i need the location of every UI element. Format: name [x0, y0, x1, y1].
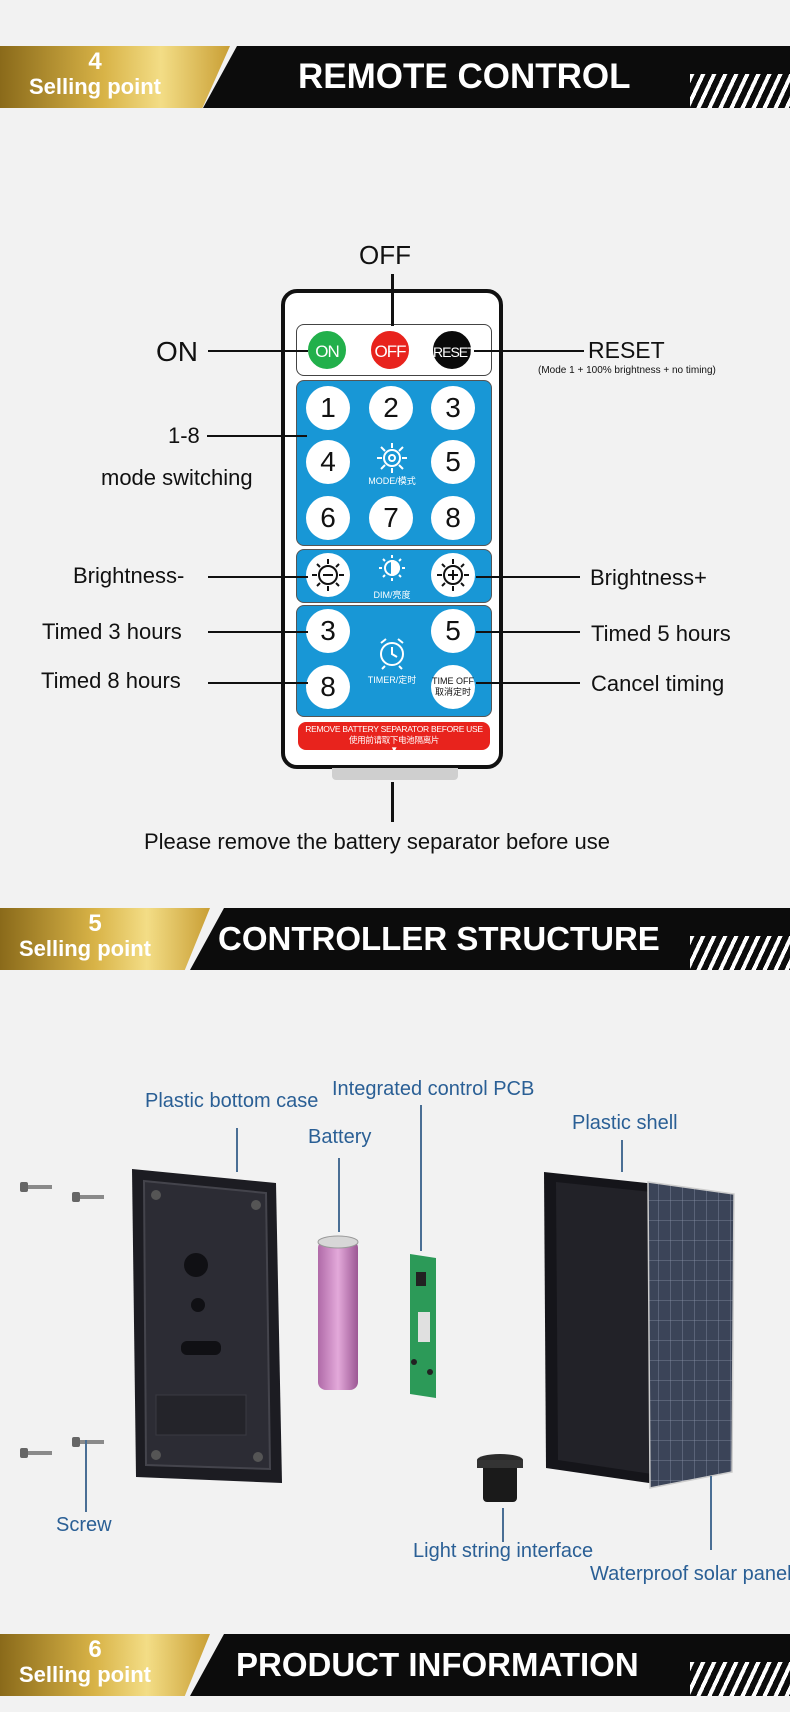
label-bottom-case: Plastic bottom case	[145, 1090, 319, 1112]
section-label: Selling point	[19, 936, 151, 961]
warning-strip: REMOVE BATTERY SEPARATOR BEFORE USE 使用前请…	[298, 722, 490, 754]
section-title: PRODUCT INFORMATION	[236, 1646, 639, 1683]
timer-5-button[interactable]: 5	[431, 609, 475, 653]
dim-icon	[374, 553, 410, 585]
stripe-decoration	[690, 74, 790, 108]
callout-line	[476, 631, 580, 633]
screw-icon	[70, 1435, 106, 1447]
callout-reset-note: (Mode 1 + 100% brightness + no timing)	[538, 365, 716, 376]
number-button-7[interactable]: 7	[369, 496, 413, 540]
callout-timed8: Timed 8 hours	[41, 668, 181, 693]
screw-icon	[18, 1180, 54, 1192]
callout-brightness-minus: Brightness-	[73, 563, 185, 588]
light-string-interface-image	[475, 1452, 525, 1508]
label-line	[236, 1128, 238, 1172]
label-line	[338, 1158, 340, 1232]
number-button-3[interactable]: 3	[431, 386, 475, 430]
callout-line	[476, 682, 580, 684]
section-number: 5	[88, 910, 102, 937]
down-arrow-icon: ▼	[390, 745, 398, 754]
number-button-4[interactable]: 4	[306, 440, 350, 484]
stripe-decoration	[690, 1662, 790, 1696]
alarm-clock-icon	[374, 636, 410, 670]
time-off-cn-label: 取消定时	[434, 687, 471, 697]
label-battery: Battery	[308, 1126, 372, 1148]
solar-panel-image	[646, 1180, 736, 1490]
callout-line	[208, 631, 308, 633]
label-line	[420, 1105, 422, 1251]
brightness-minus-button[interactable]	[306, 553, 350, 597]
callout-line	[391, 274, 394, 326]
screw-icon	[18, 1446, 54, 1458]
brightness-minus-icon	[312, 559, 344, 591]
dim-label: DIM/亮度	[373, 590, 411, 600]
callout-line	[207, 435, 307, 437]
timer-label: TIMER/定时	[367, 675, 417, 685]
section-banner-6: 6 Selling point PRODUCT INFORMATION	[0, 1634, 790, 1696]
callout-cancel: Cancel timing	[591, 671, 725, 696]
callout-off: OFF	[359, 240, 411, 270]
battery-separator-tab	[332, 768, 458, 780]
label-shell: Plastic shell	[572, 1112, 678, 1134]
label-line	[502, 1508, 504, 1542]
callout-separator: Please remove the battery separator befo…	[144, 829, 610, 854]
pcb-image	[406, 1252, 440, 1400]
plastic-shell-image	[540, 1168, 660, 1488]
label-line	[710, 1476, 712, 1550]
warning-en: REMOVE BATTERY SEPARATOR BEFORE USE	[305, 724, 483, 734]
battery-image	[316, 1234, 360, 1394]
label-solar: Waterproof solar panel	[590, 1563, 790, 1585]
section-title: CONTROLLER STRUCTURE	[218, 920, 660, 957]
bottom-case-image	[126, 1165, 286, 1491]
callout-timed3: Timed 3 hours	[42, 619, 182, 644]
callout-line	[208, 682, 308, 684]
label-line	[85, 1440, 87, 1512]
label-screw: Screw	[56, 1514, 112, 1536]
callout-reset: RESET	[588, 337, 665, 363]
label-line	[621, 1140, 623, 1172]
time-off-label: TIME OFF	[432, 676, 474, 686]
number-button-8[interactable]: 8	[431, 496, 475, 540]
callout-line	[391, 782, 394, 822]
number-button-6[interactable]: 6	[306, 496, 350, 540]
callout-on: ON	[156, 336, 198, 367]
screw-icon	[70, 1190, 106, 1202]
callout-line	[476, 576, 580, 578]
callout-line	[208, 576, 308, 578]
warning-cn: 使用前请取下电池隔离片	[348, 735, 440, 745]
timer-3-button[interactable]: 3	[306, 609, 350, 653]
section-banner-4: 4 Selling point REMOTE CONTROL	[0, 46, 790, 108]
section-label: Selling point	[19, 1662, 151, 1687]
section-number: 6	[88, 1636, 102, 1663]
callout-mode-range: 1-8	[168, 423, 200, 448]
off-button[interactable]: OFF	[369, 329, 411, 371]
reset-button[interactable]: RESET	[431, 329, 476, 371]
mode-label: MODE/模式	[368, 476, 416, 486]
callout-mode-switching: mode switching	[101, 465, 253, 490]
stripe-decoration	[690, 936, 790, 970]
section-number: 4	[88, 48, 102, 75]
callout-line	[474, 350, 584, 352]
callout-timed5: Timed 5 hours	[591, 621, 731, 646]
time-off-button[interactable]: TIME OFF 取消定时	[431, 665, 475, 709]
label-interface: Light string interface	[413, 1540, 594, 1562]
section-title: REMOTE CONTROL	[298, 57, 631, 96]
callout-line	[208, 350, 308, 352]
section-label: Selling point	[29, 74, 161, 99]
brightness-plus-icon	[437, 559, 469, 591]
timer-8-button[interactable]: 8	[306, 665, 350, 709]
label-pcb: Integrated control PCB	[332, 1078, 535, 1100]
mode-gear-icon	[372, 438, 412, 478]
section-banner-5: 5 Selling point CONTROLLER STRUCTURE	[0, 908, 790, 970]
on-button[interactable]: ON	[306, 329, 348, 371]
brightness-plus-button[interactable]	[431, 553, 475, 597]
number-button-2[interactable]: 2	[369, 386, 413, 430]
number-button-5[interactable]: 5	[431, 440, 475, 484]
callout-brightness-plus: Brightness+	[590, 565, 707, 590]
number-button-1[interactable]: 1	[306, 386, 350, 430]
